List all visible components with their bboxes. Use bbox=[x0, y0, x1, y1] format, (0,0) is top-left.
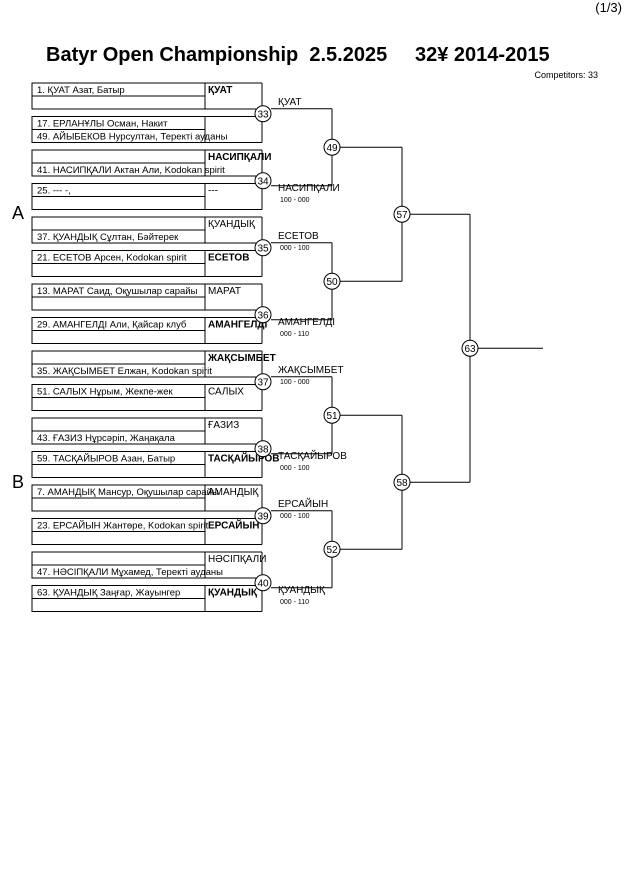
round1-winner: НАСИПҚАЛИ bbox=[208, 152, 271, 163]
match-score: 100 - 000 bbox=[280, 379, 310, 386]
round2-winner: АМАНГЕЛДІ bbox=[278, 317, 335, 328]
competitor-name: 51. САЛЫХ Нұрым, Жекпе-жек bbox=[37, 387, 174, 398]
competitor-box bbox=[31, 216, 206, 231]
match-number: 50 bbox=[326, 277, 338, 288]
match-circle bbox=[254, 306, 272, 324]
round1-winner: --- bbox=[208, 186, 218, 197]
competitor-name: 23. ЕРСАЙЫН Жантөре, Kodokan spirit bbox=[37, 520, 209, 532]
competitor-box bbox=[31, 531, 206, 545]
competitor-box bbox=[31, 397, 206, 411]
competitor-name: 59. ТАСҚАЙЫРОВ Азан, Батыр bbox=[37, 453, 175, 465]
competitor-box bbox=[31, 464, 206, 478]
match-number: 40 bbox=[257, 578, 269, 589]
round1-winner: ҚУАТ bbox=[208, 85, 232, 96]
round1-winner: АМАНДЫҚ bbox=[208, 487, 259, 498]
match-number: 51 bbox=[326, 411, 338, 422]
round1-winner: ЕСЕТОВ bbox=[208, 253, 249, 264]
competitor-box bbox=[31, 162, 206, 177]
match-number: 39 bbox=[257, 511, 269, 522]
match-number: 37 bbox=[257, 377, 269, 388]
competitor-box bbox=[31, 330, 206, 344]
round2-winner: ЕСЕТОВ bbox=[278, 231, 319, 242]
competitor-box bbox=[31, 350, 206, 365]
competitor-name: 63. ҚУАНДЫҚ Заңғар, Жауынгер bbox=[37, 588, 180, 599]
competitor-name: 1. ҚУАТ Азат, Батыр bbox=[37, 85, 125, 96]
match-circle bbox=[254, 172, 272, 190]
match-score: 000 - 110 bbox=[280, 599, 309, 606]
competitor-name: 43. ҒАЗИЗ Нұрсәріп, Жаңақала bbox=[37, 433, 176, 444]
competitor-name: 47. НӘСІПҚАЛИ Мұхамед, Теректі ауданы bbox=[37, 567, 223, 578]
round2-winner: ТАСҚАЙЫРОВ bbox=[278, 449, 347, 462]
match-circle bbox=[254, 239, 272, 257]
round2-winner: ЖАҚСЫМБЕТ bbox=[278, 365, 343, 376]
match-circle bbox=[254, 373, 272, 391]
match-number: 63 bbox=[464, 344, 476, 355]
competitor-box bbox=[31, 430, 206, 445]
competitor-name: 7. АМАНДЫҚ Мансур, Оқушылар сарайы bbox=[37, 487, 219, 498]
round2-winner: ЕРСАЙЫН bbox=[278, 497, 328, 510]
page-title: Batyr Open Championship 2.5.2025 32¥ 201… bbox=[46, 44, 550, 66]
round1-winner: ҒАЗИЗ bbox=[208, 420, 239, 431]
section-label-b: B bbox=[12, 472, 25, 492]
competitor-name: 35. ЖАҚСЫМБЕТ Елжан, Kodokan spirit bbox=[37, 366, 212, 377]
round1-winner: НӘСІПҚАЛИ bbox=[208, 554, 266, 565]
competitor-box bbox=[31, 229, 206, 244]
competitor-box bbox=[31, 196, 206, 210]
competitor-box bbox=[31, 564, 206, 579]
competitor-name: 29. АМАНГЕЛДІ Али, Қайсар клуб bbox=[37, 320, 187, 331]
competitors-count: Competitors: 33 bbox=[534, 70, 598, 80]
competitor-name: 13. МАРАТ Саид, Оқушылар сарайы bbox=[37, 286, 198, 297]
round1-winner: ҚУАНДЫҚ bbox=[208, 588, 258, 599]
page-number: (1/3) bbox=[595, 0, 622, 15]
competitor-box bbox=[31, 363, 206, 378]
round1-winner: МАРАТ bbox=[208, 286, 241, 297]
match-number: 52 bbox=[326, 545, 338, 556]
match-number: 57 bbox=[396, 210, 408, 221]
round1-winner: САЛЫХ bbox=[208, 387, 244, 398]
competitor-name: 49. АЙЫБЕКОВ Нурсултан, Теректі ауданы bbox=[37, 131, 228, 143]
match-number: 49 bbox=[326, 143, 338, 154]
competitor-box bbox=[31, 149, 206, 164]
match-score: 000 - 100 bbox=[280, 465, 310, 472]
competitor-box bbox=[31, 598, 206, 612]
match-circle bbox=[254, 105, 272, 123]
competitor-box bbox=[31, 417, 206, 432]
competitor-name: 41. НАСИПҚАЛИ Актан Али, Kodokan spirit bbox=[37, 165, 225, 176]
match-number: 34 bbox=[257, 176, 269, 187]
round2-winner: НАСИПҚАЛИ bbox=[278, 183, 340, 194]
competitor-name: 25. --- -, bbox=[37, 186, 71, 197]
round1-winner: АМАНГЕЛДІ bbox=[208, 320, 267, 331]
match-number: 36 bbox=[257, 310, 269, 321]
round1-winner: ҚУАНДЫҚ bbox=[208, 219, 255, 230]
round2-winner: ҚУАТ bbox=[278, 97, 302, 108]
competitor-box bbox=[31, 129, 206, 143]
match-number: 35 bbox=[257, 243, 269, 254]
competitor-box bbox=[31, 95, 206, 110]
section-label-a: A bbox=[12, 203, 25, 223]
match-score: 000 - 100 bbox=[280, 245, 310, 252]
competitor-name: 21. ЕСЕТОВ Арсен, Kodokan spirit bbox=[37, 253, 187, 264]
competitor-name: 17. ЕРЛАНҰЛЫ Осман, Накит bbox=[37, 119, 168, 130]
competitor-box bbox=[31, 296, 206, 311]
match-number: 38 bbox=[257, 444, 269, 455]
match-circle bbox=[254, 440, 272, 458]
round1-winner: ЕРСАЙЫН bbox=[208, 519, 259, 532]
round1-winner: ЖАҚСЫМБЕТ bbox=[207, 353, 276, 364]
match-score: 100 - 000 bbox=[280, 197, 310, 204]
match-score: 000 - 110 bbox=[280, 331, 309, 338]
match-number: 33 bbox=[257, 109, 269, 120]
match-number: 58 bbox=[396, 478, 408, 489]
match-circle bbox=[254, 574, 272, 592]
match-circle bbox=[254, 507, 272, 525]
competitor-name: 37. ҚУАНДЫҚ Сұлтан, Бәйтерек bbox=[37, 232, 179, 243]
round2-winner: ҚУАНДЫҚ bbox=[278, 585, 325, 596]
competitor-box bbox=[31, 263, 206, 277]
match-score: 000 - 100 bbox=[280, 513, 310, 520]
competitor-box bbox=[31, 551, 206, 566]
competitor-box bbox=[31, 497, 206, 512]
